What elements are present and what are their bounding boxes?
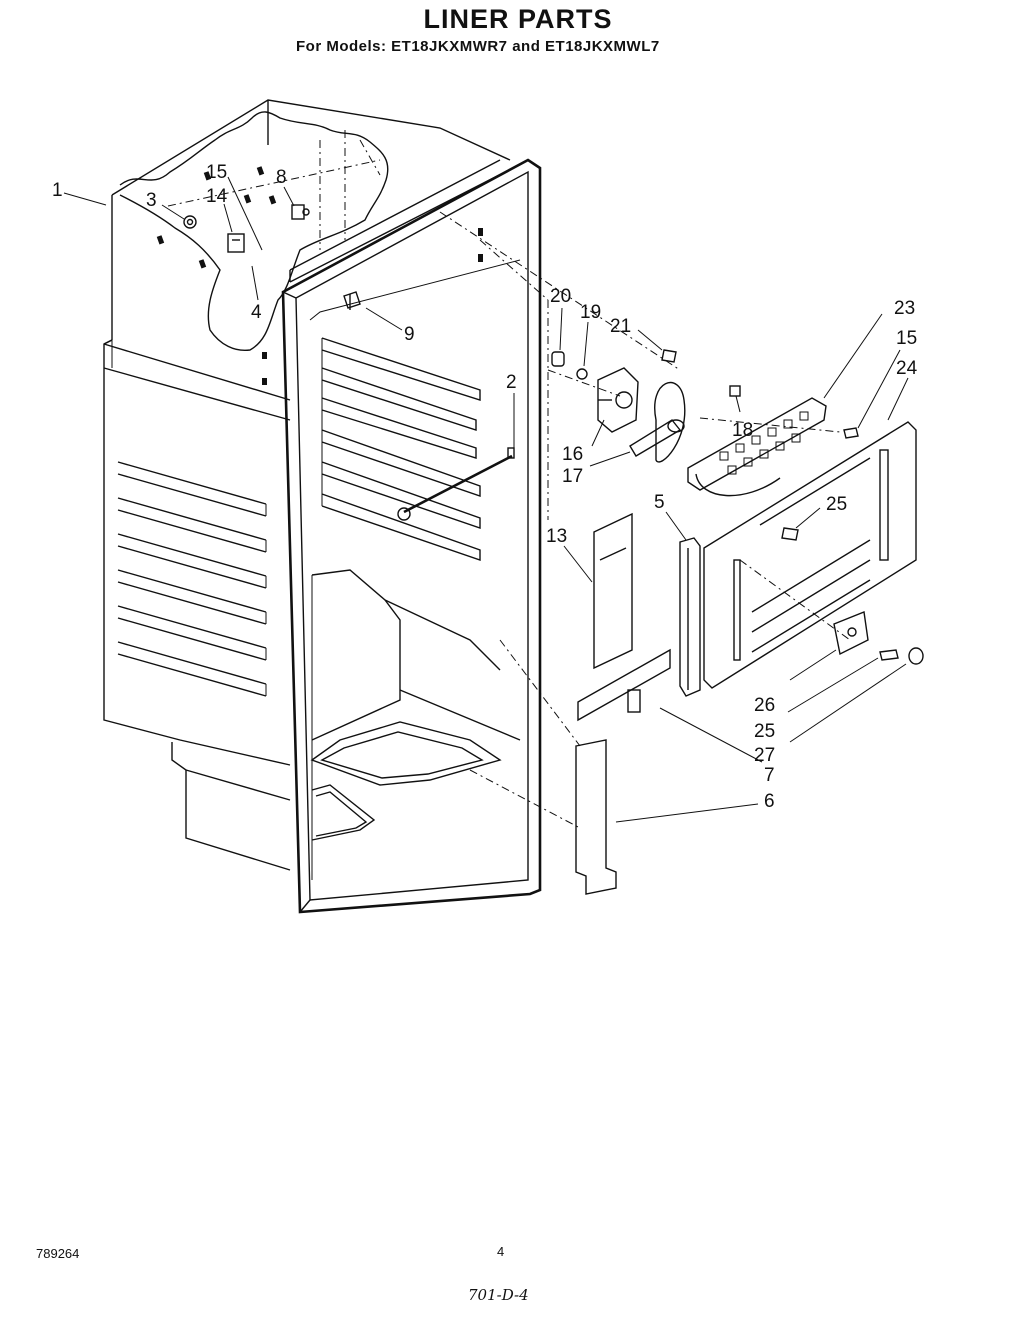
callout-14: 14 [206, 186, 228, 207]
part-2-drawing [397, 447, 515, 521]
part-7-drawing [577, 648, 671, 722]
callout-24: 24 [896, 358, 918, 379]
callout-21: 21 [610, 316, 631, 337]
callout-2: 2 [506, 372, 517, 393]
part-15-screw-drawing [843, 427, 859, 439]
part-19-drawing [576, 368, 588, 380]
part-13-drawing [593, 512, 633, 670]
callout-26: 26 [754, 695, 775, 716]
callout-25-lower: 25 [754, 721, 775, 742]
part-21-drawing [661, 349, 677, 363]
callout-16: 16 [562, 444, 583, 465]
handwritten-code: 701-D-4 [468, 1286, 529, 1304]
part-5-drawing [679, 537, 701, 697]
document-number: 789264 [36, 1246, 80, 1261]
callout-15-left: 15 [206, 162, 227, 183]
callout-23: 23 [894, 298, 915, 319]
callout-9: 9 [404, 324, 415, 345]
leader-lines [63, 176, 909, 823]
part-8-drawing [291, 204, 310, 220]
callout-13: 13 [546, 526, 567, 547]
model-subtitle: For Models: ET18JKXMWR7 and ET18JKXMWL7 [296, 38, 660, 55]
callout-18: 18 [732, 420, 753, 441]
part-26-drawing [833, 611, 869, 656]
part-23-grille-drawing [687, 397, 827, 497]
part-18-drawing [729, 385, 741, 397]
part-14-drawing [227, 233, 245, 253]
callout-27: 27 [754, 745, 775, 766]
callout-19: 19 [580, 302, 601, 323]
callout-7: 7 [764, 765, 775, 786]
part-20-drawing [551, 351, 565, 367]
assembly-centerlines [167, 130, 851, 829]
callout-20: 20 [550, 286, 571, 307]
page-title: LINER PARTS [423, 4, 613, 34]
callout-labels: 1 3 15 14 8 4 9 2 20 19 21 23 15 24 18 1… [52, 162, 918, 812]
part-6-drawing [575, 739, 617, 895]
callout-17: 17 [562, 466, 583, 487]
page-number: 4 [497, 1244, 505, 1259]
callout-1: 1 [52, 180, 63, 201]
callout-6: 6 [764, 791, 775, 812]
part-25-screw-drawing [781, 527, 799, 541]
part-17-fan-blade-drawing [629, 381, 686, 463]
liner-body [103, 99, 542, 914]
callout-8: 8 [276, 167, 287, 188]
part-16-fan-motor-drawing [597, 367, 639, 433]
part-25b-27-drawing [879, 647, 924, 665]
callout-3: 3 [146, 190, 157, 211]
part-24-panel-drawing [703, 421, 917, 689]
callout-4: 4 [251, 302, 262, 323]
callout-5: 5 [654, 492, 665, 513]
part-3-drawing [183, 215, 197, 229]
part-9-drawing [343, 291, 361, 310]
mounting-holes [156, 166, 483, 385]
callout-15-right: 15 [896, 328, 917, 349]
callout-25-upper: 25 [826, 494, 847, 515]
